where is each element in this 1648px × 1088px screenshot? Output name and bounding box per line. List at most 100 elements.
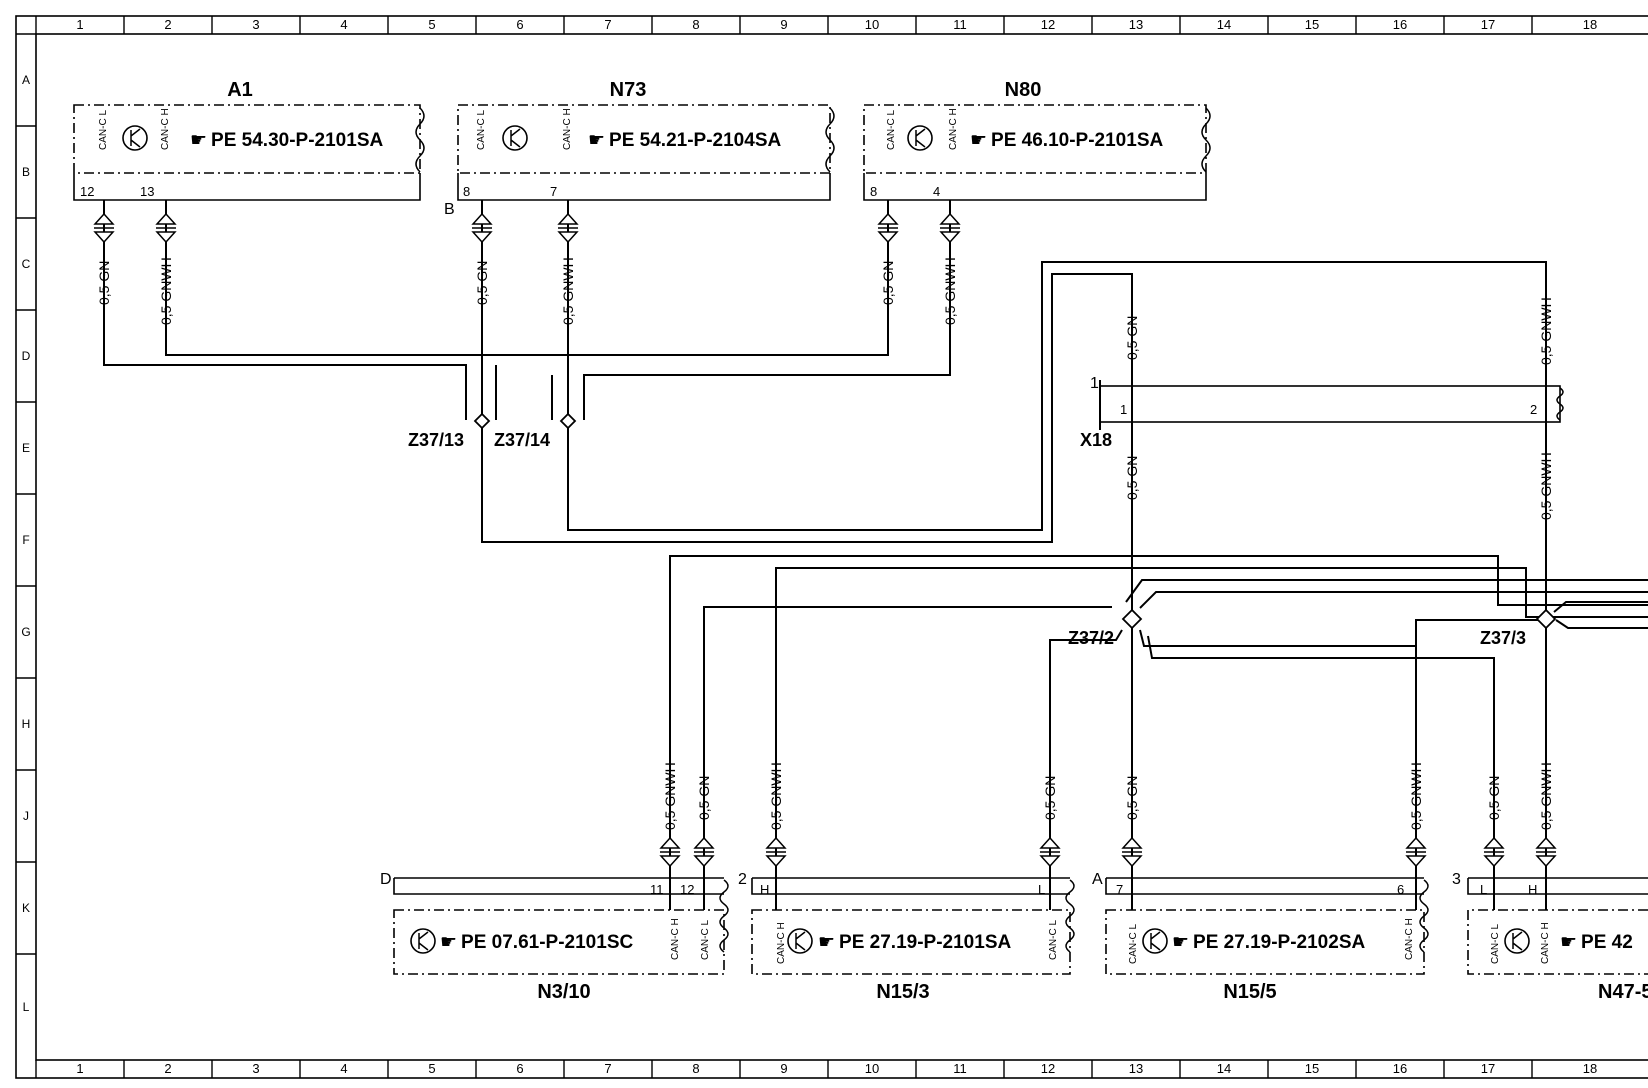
can-label: CAN-C L (886, 110, 897, 150)
pointing-hand-icon: ☛ (818, 932, 835, 953)
wire-spec-label: 0,5 GN (1124, 456, 1140, 500)
pin-number: H (760, 882, 769, 897)
wire-spec-label: 0,5 GNWH (1538, 762, 1554, 830)
column-number: 4 (340, 17, 347, 32)
component-title: N73 (610, 79, 647, 101)
plug-markers (93, 212, 1557, 868)
pin-number: L (1480, 882, 1487, 897)
column-number: 16 (1393, 1061, 1407, 1076)
pe-reference[interactable]: ☛PE 07.61-P-2101SC (440, 932, 633, 953)
pointing-hand-icon: ☛ (1560, 932, 1577, 953)
column-number: 5 (428, 1061, 435, 1076)
pointing-hand-icon: ☛ (190, 130, 207, 151)
plug-connector-icon (1405, 836, 1427, 868)
row-letter: K (22, 901, 30, 915)
splice-z37-2[interactable]: Z37/2 (1068, 608, 1143, 648)
row-letter: L (23, 1000, 30, 1014)
component-n15-3[interactable]: 2 CAN-C H ☛PE 27.19-P-2101SA CAN-C L H L… (738, 871, 1075, 1003)
column-number: 11 (953, 17, 967, 32)
pin-number: 4 (933, 184, 940, 199)
pin-number: 12 (80, 184, 94, 199)
plug-connector-icon (1535, 836, 1557, 868)
wire-spec-label: 0,5 GN (880, 261, 896, 305)
component-title: A1 (227, 79, 253, 101)
pe-reference[interactable]: ☛PE 54.21-P-2104SA (588, 130, 781, 151)
pin-number: 7 (1116, 882, 1123, 897)
connector-number: 1 (1090, 375, 1099, 392)
pe-reference[interactable]: ☛PE 46.10-P-2101SA (970, 130, 1163, 151)
column-number: 8 (692, 1061, 699, 1076)
can-label: CAN-C L (476, 110, 487, 150)
splice-z37-14[interactable]: Z37/14 (494, 412, 577, 450)
can-label: CAN-C L (1490, 924, 1501, 964)
transistor-icon (122, 125, 148, 151)
component-title: N80 (1005, 79, 1042, 101)
plug-connector-icon (471, 212, 493, 244)
plug-connector-icon (557, 212, 579, 244)
plug-connector-icon (1121, 836, 1143, 868)
plug-connector-icon (93, 212, 115, 244)
pin-number: L (1038, 882, 1045, 897)
component-n73[interactable]: N73 CAN-C L CAN-C H ☛PE 54.21-P-2104SA 8… (444, 79, 835, 218)
row-letter: F (22, 533, 29, 547)
column-number: 8 (692, 17, 699, 32)
can-label: CAN-C H (562, 108, 573, 150)
component-n47-5[interactable]: 3 CAN-C L CAN-C H ☛PE 42 L H N47-5 (1452, 871, 1648, 1003)
pin-number: 2 (1530, 402, 1537, 417)
connector-x18[interactable]: X18 1 1 2 (1080, 375, 1564, 450)
connector-code: 2 (738, 871, 747, 888)
pe-reference[interactable]: ☛PE 27.19-P-2101SA (818, 932, 1011, 953)
row-letter: G (21, 625, 30, 639)
pin-number: 8 (870, 184, 877, 199)
splice-z37-3[interactable]: Z37/3 (1480, 608, 1557, 648)
column-number: 3 (252, 1061, 259, 1076)
component-n3-10[interactable]: D ☛PE 07.61-P-2101SC CAN-C H CAN-C L 11 … (380, 871, 729, 1003)
wire-spec-label: 0,5 GN (1486, 776, 1502, 820)
transistor-icon (410, 928, 436, 954)
row-letter: J (23, 809, 29, 823)
column-number: 1 (76, 1061, 83, 1076)
row-letter: E (22, 441, 30, 455)
component-n15-5[interactable]: A CAN-C L ☛PE 27.19-P-2102SA CAN-C H 7 6… (1092, 871, 1429, 1003)
plug-connector-icon (939, 212, 961, 244)
can-label: CAN-C H (776, 922, 787, 964)
row-letter: H (22, 717, 31, 731)
pe-reference[interactable]: ☛PE 42 (1560, 932, 1633, 953)
column-number: 12 (1041, 1061, 1055, 1076)
pe-reference[interactable]: ☛PE 27.19-P-2102SA (1172, 932, 1365, 953)
component-title: N47-5 (1598, 981, 1648, 1003)
pointing-hand-icon: ☛ (1172, 932, 1189, 953)
component-a1[interactable]: A1 CAN-C L CAN-C H ☛PE 54.30-P-2101SA 12… (73, 79, 425, 201)
wire-spec-label: 0,5 GN (96, 261, 112, 305)
splice-label: Z37/13 (408, 430, 464, 450)
wire-spec-label: 0,5 GN (1042, 776, 1058, 820)
pin-number: 12 (680, 882, 694, 897)
component-n80[interactable]: N80 CAN-C L CAN-C H ☛PE 46.10-P-2101SA 8… (863, 79, 1211, 201)
column-number: 13 (1129, 1061, 1143, 1076)
row-letter: A (22, 73, 30, 87)
transistor-icon (502, 125, 528, 151)
splice-label: Z37/3 (1480, 628, 1526, 648)
connector-label: X18 (1080, 430, 1112, 450)
column-number: 9 (780, 1061, 787, 1076)
splice-z37-13[interactable]: Z37/13 (408, 412, 491, 450)
pe-reference[interactable]: ☛PE 54.30-P-2101SA (190, 130, 383, 151)
column-number: 7 (604, 1061, 611, 1076)
column-number: 11 (953, 1061, 967, 1076)
can-label: CAN-C H (1540, 922, 1551, 964)
column-number: 7 (604, 17, 611, 32)
can-label: CAN-C L (1048, 920, 1059, 960)
column-number: 12 (1041, 17, 1055, 32)
wire-routes (103, 200, 1648, 910)
wire-spec-label: 0,5 GN (474, 261, 490, 305)
column-number: 14 (1217, 1061, 1231, 1076)
splice-label: Z37/14 (494, 430, 550, 450)
wire-spec-label: 0,5 GNWH (662, 762, 678, 830)
column-number: 17 (1481, 1061, 1495, 1076)
row-letter: D (22, 349, 31, 363)
pin-number: 1 (1120, 402, 1127, 417)
column-number: 13 (1129, 17, 1143, 32)
